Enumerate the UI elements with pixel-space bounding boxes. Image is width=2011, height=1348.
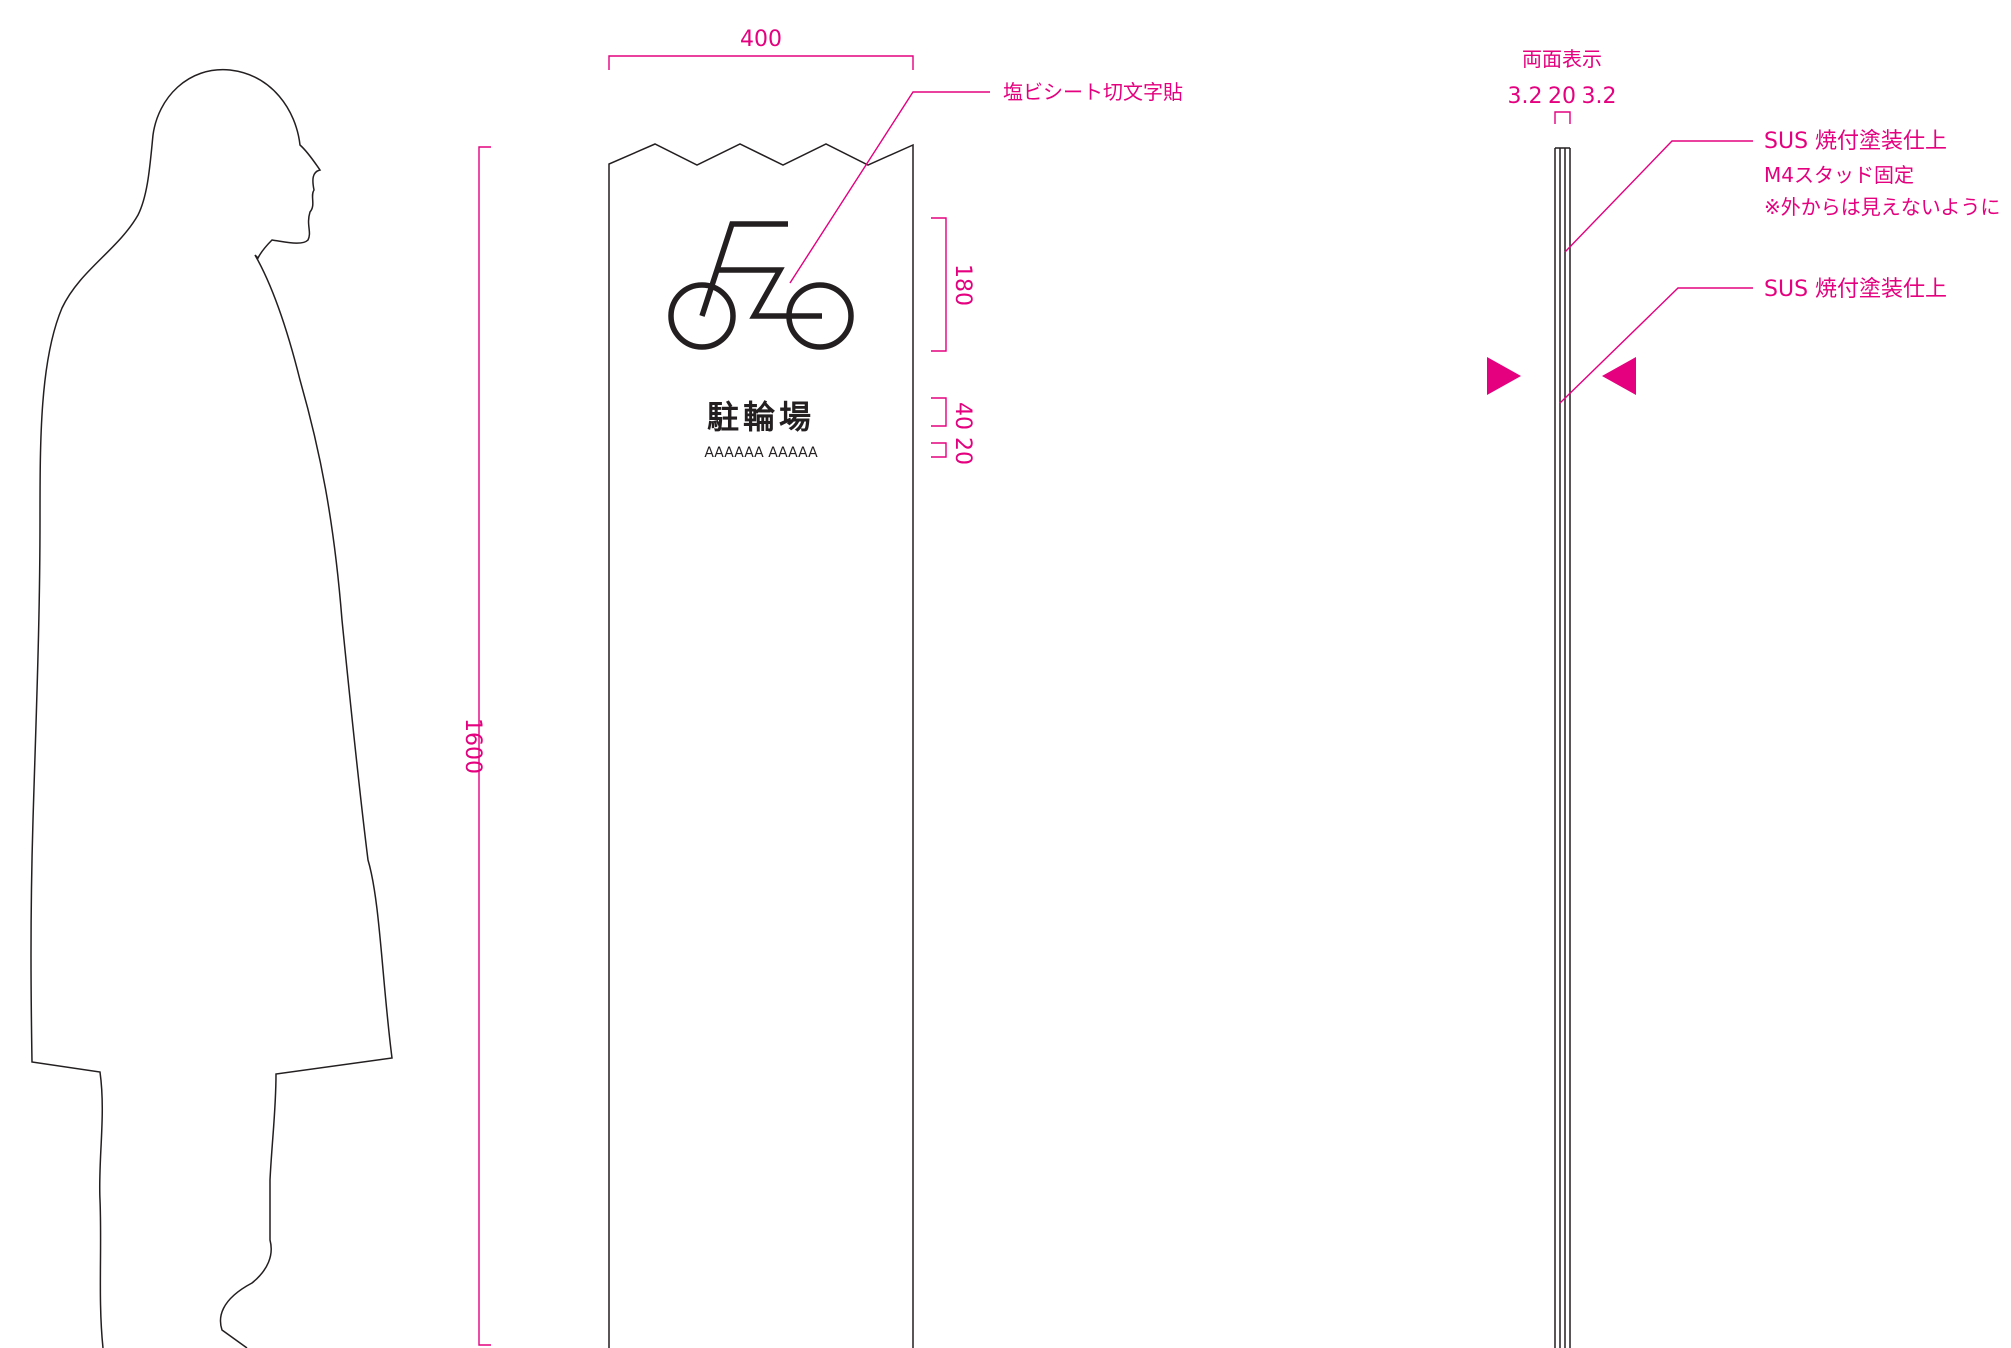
sign-title: 駐輪場 <box>707 398 815 436</box>
width-dimension-label: 400 <box>740 27 782 52</box>
pictogram-height-bracket <box>931 217 947 352</box>
side-thickness-bracket <box>1554 111 1571 124</box>
material-leader-line <box>789 91 990 284</box>
material-note: 塩ビシート切文字貼 <box>1003 80 1183 104</box>
title-height-bracket <box>931 397 947 427</box>
bicycle-rear-wheel <box>668 282 736 350</box>
bicycle-icon <box>668 221 854 350</box>
side-note1-line3: ※外からは見えないように <box>1764 195 2000 219</box>
height-dimension-label: 1600 <box>460 718 485 774</box>
side-note2: SUS 焼付塗装仕上 <box>1764 277 1947 302</box>
sign-panel-front <box>608 143 914 1348</box>
double-sided-label: 両面表示 <box>1522 47 1602 71</box>
human-silhouette-icon <box>30 68 393 1348</box>
side-note1-line1: SUS 焼付塗装仕上 <box>1764 129 1947 154</box>
subtitle-height-label: 20 <box>950 437 975 465</box>
title-height-label: 40 <box>950 402 975 430</box>
subtitle-height-bracket <box>931 442 947 458</box>
sign-subtitle: AAAAAA AAAAA <box>704 445 818 461</box>
side-note2-leader <box>1559 287 1753 404</box>
sign-panel-side <box>1554 147 1571 1348</box>
view-arrow-right-icon <box>1487 357 1521 395</box>
side-note1-leader <box>1564 140 1753 253</box>
pictogram-height-label: 180 <box>950 264 975 306</box>
width-dimension-line <box>608 55 914 70</box>
bicycle-frame <box>699 221 822 319</box>
side-dim-right: 3.2 <box>1582 84 1617 109</box>
side-dim-mid: 20 <box>1548 84 1576 109</box>
side-note1-line2: M4スタッド固定 <box>1764 163 1914 187</box>
height-dimension-line <box>478 146 491 1346</box>
view-arrow-left-icon <box>1602 357 1636 395</box>
side-dim-left: 3.2 <box>1508 84 1543 109</box>
